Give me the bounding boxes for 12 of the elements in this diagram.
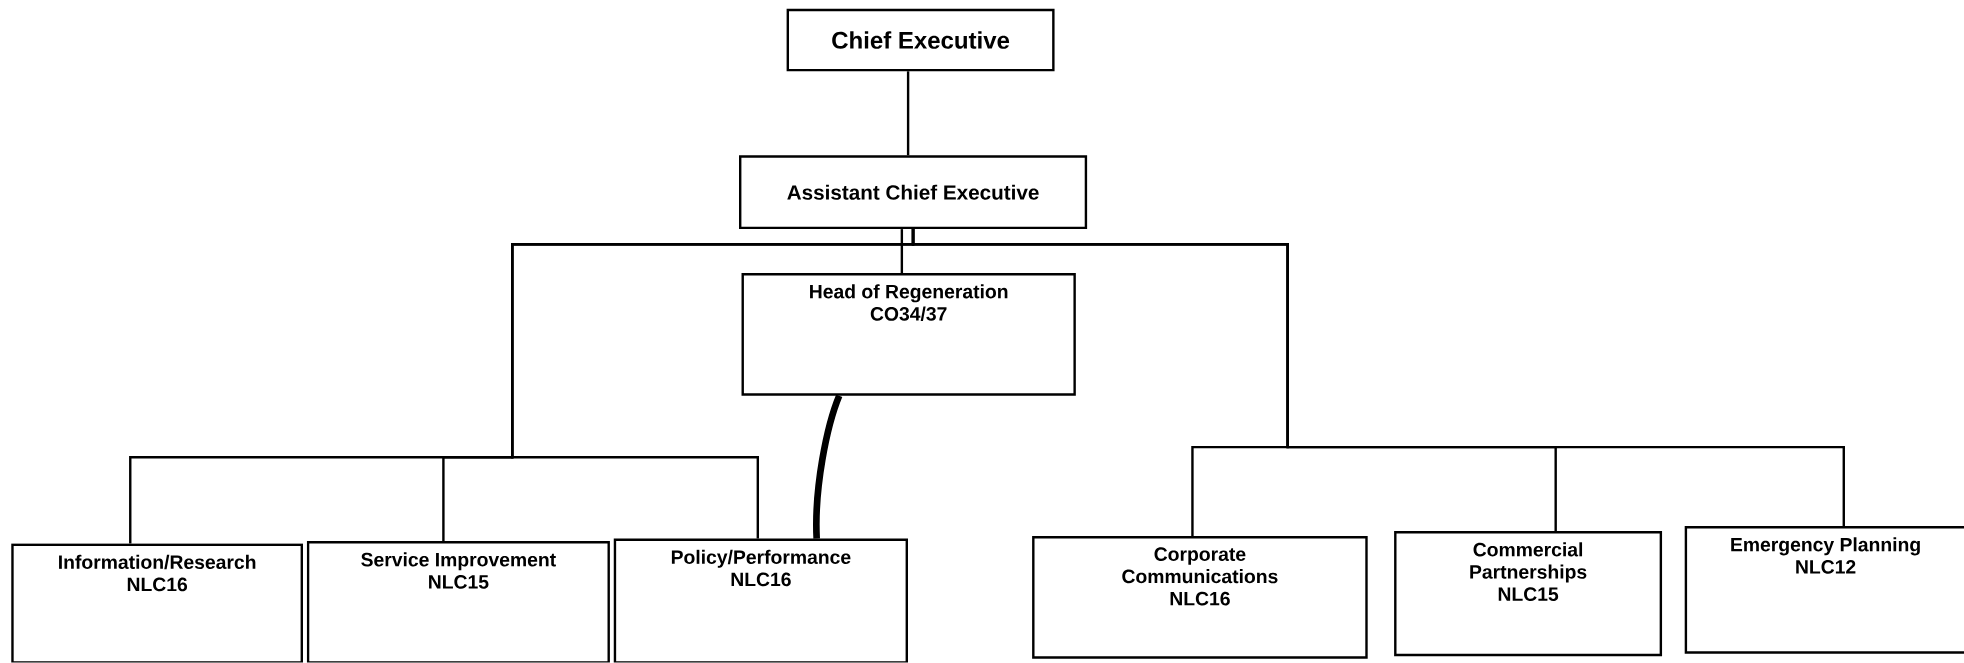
- connector-line: [906, 71, 910, 156]
- org-box: Commercial Partnerships NLC15: [1394, 531, 1663, 657]
- org-box: Emergency Planning NLC12: [1684, 526, 1964, 654]
- org-box: Information/Research NLC16: [11, 543, 303, 663]
- org-box: Assistant Chief Executive: [739, 155, 1088, 230]
- connector-line: [900, 229, 904, 274]
- org-box: Chief Executive: [786, 8, 1055, 72]
- connector-line: [911, 229, 1845, 527]
- org-box: Policy/Performance NLC16: [613, 538, 908, 663]
- org-box: Service Improvement NLC15: [306, 541, 610, 663]
- org-box: Head of Regeneration CO34/37: [741, 273, 1076, 396]
- org-box: Corporate Communications NLC16: [1032, 536, 1368, 659]
